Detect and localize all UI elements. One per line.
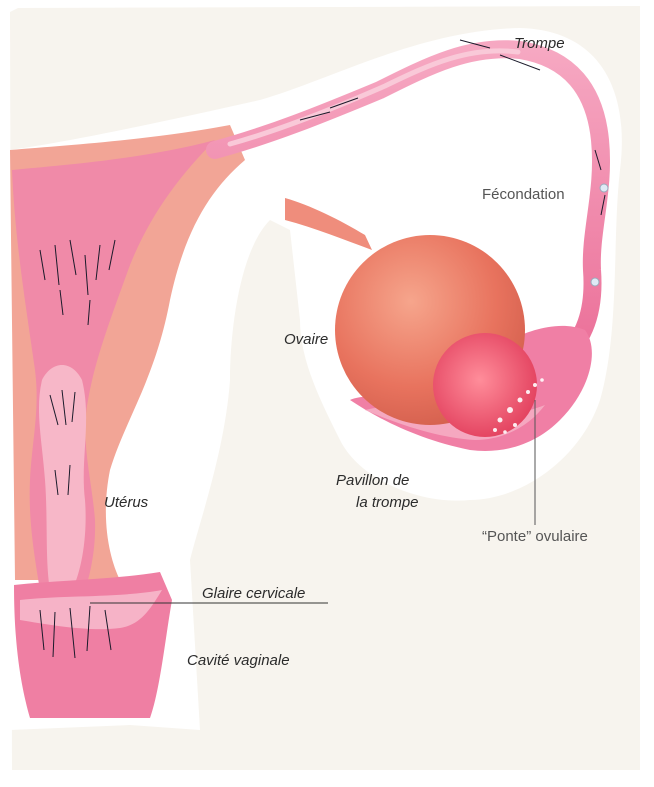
label-glaire-cervicale: Glaire cervicale xyxy=(202,585,305,602)
follicle xyxy=(433,333,537,437)
label-ovaire: Ovaire xyxy=(284,331,328,348)
label-trompe: Trompe xyxy=(514,35,565,52)
ovum xyxy=(591,278,599,286)
label-cavite-vaginale: Cavité vaginale xyxy=(187,652,290,669)
label-fecondation: Fécondation xyxy=(482,186,565,203)
label-uterus: Utérus xyxy=(104,494,148,511)
fertilized-ovum xyxy=(600,184,608,192)
label-ponte-ovulaire: “Ponte” ovulaire xyxy=(482,528,588,545)
label-pavillon-line2: la trompe xyxy=(356,494,419,511)
label-pavillon-line1: Pavillon de xyxy=(336,472,409,489)
